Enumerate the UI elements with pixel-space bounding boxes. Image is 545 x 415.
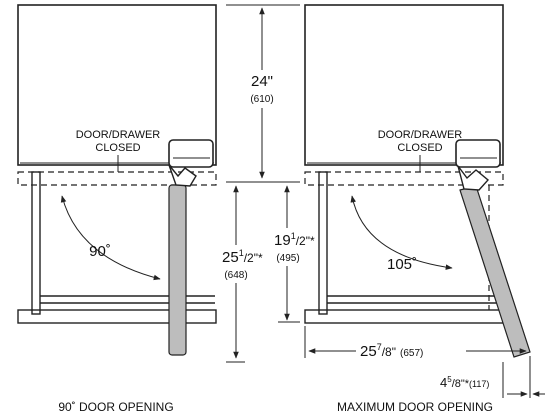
- right-base-frame-left: [318, 171, 328, 315]
- right-base-plate: [304, 309, 504, 324]
- right-cabinet-body: [304, 4, 504, 166]
- left-swing-arc: [60, 195, 161, 281]
- left-cabinet-body: [17, 4, 217, 166]
- right-closed-label-1: DOOR/DRAWER: [378, 129, 463, 141]
- height-inch-label: 24": [251, 73, 273, 90]
- left-control-panel: [168, 139, 214, 168]
- right-control-panel: [455, 139, 501, 168]
- right-closed-label-2: CLOSED: [397, 142, 442, 154]
- right-drawer-closed-outline: [304, 171, 504, 186]
- left-open-door: [168, 184, 187, 356]
- open-width-label: 257/8"(657): [360, 342, 423, 360]
- left-closed-label-2: CLOSED: [95, 142, 140, 154]
- left-unit: [17, 4, 217, 356]
- center-dimensions: [226, 4, 300, 363]
- right-unit: [304, 4, 531, 358]
- drawer-dimension-label: 191/2"*: [274, 231, 315, 249]
- left-base-plate: [17, 309, 217, 324]
- right-angle-label: 105˚: [387, 256, 417, 273]
- drawer-mm-label: (495): [276, 253, 299, 264]
- right-open-door: [459, 185, 531, 358]
- left-caption: 90˚ DOOR OPENING: [58, 400, 173, 414]
- depth-dimension-label: 251/2"*: [222, 248, 263, 266]
- left-base-frame-left: [31, 171, 41, 315]
- right-swing-arc: [350, 195, 453, 270]
- offset-label: 45/8"*(117): [440, 375, 489, 390]
- right-caption: MAXIMUM DOOR OPENING: [337, 400, 493, 414]
- height-mm-label: (610): [250, 94, 273, 105]
- depth-mm-label: (648): [224, 270, 247, 281]
- left-closed-label-1: DOOR/DRAWER: [76, 129, 161, 141]
- left-angle-label: 90˚: [89, 243, 111, 260]
- left-drawer-closed-outline: [17, 171, 217, 186]
